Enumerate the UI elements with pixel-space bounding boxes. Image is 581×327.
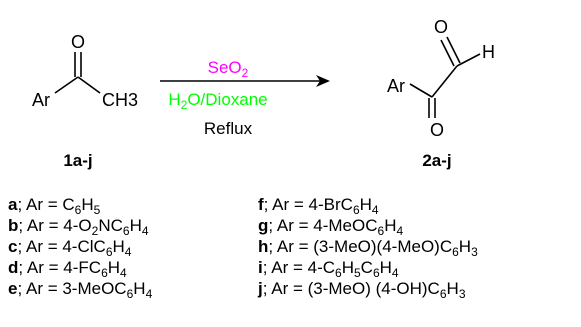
formula-text: H xyxy=(359,195,372,214)
formula-subscript: 4 xyxy=(145,287,153,301)
formula-subscript: 6 xyxy=(352,203,360,217)
bond-carbonyl-methyl xyxy=(77,76,101,94)
reagent-label: SeO2 xyxy=(208,58,249,80)
reactant-methyl: CH3 xyxy=(102,90,138,110)
formula-text: H xyxy=(384,216,397,235)
substituent-letter: a xyxy=(8,195,18,214)
reaction-arrow xyxy=(160,75,330,87)
formula-text: ; Ar = 3-MeOC xyxy=(17,279,127,298)
bond-c1-c2 xyxy=(431,65,458,98)
substituent-row-d: d; Ar = 4-FC6H4 xyxy=(8,258,127,279)
formula-subscript: 2 xyxy=(91,224,99,238)
formula-text: ; Ar = 4-ClC xyxy=(17,237,106,256)
formula-text: H xyxy=(446,279,459,298)
substituent-row-j: j; Ar = (3-MeO) (4-OH)C6H3 xyxy=(258,279,466,300)
formula-text: ; Ar = 4-C xyxy=(262,258,336,277)
substituent-letter: d xyxy=(8,258,19,277)
formula-text: ; Ar = 4-O xyxy=(18,216,92,235)
formula-subscript: 6 xyxy=(105,245,113,259)
reactant-compound-label: 1a-j xyxy=(63,151,92,170)
substituent-letter: c xyxy=(8,237,18,256)
bond-c2-o-double-2 xyxy=(446,36,461,64)
formula-subscript: 6 xyxy=(439,287,447,301)
formula-text: C xyxy=(360,258,373,277)
formula-subscript: 5 xyxy=(353,266,361,280)
product-ar-group: Ar xyxy=(387,76,405,96)
product-structure xyxy=(409,36,481,118)
formula-text: H xyxy=(133,279,146,298)
formula-subscript: 6 xyxy=(372,266,380,280)
formula-subscript: 6 xyxy=(101,266,108,280)
reactant-ar-group: Ar xyxy=(32,90,50,110)
bond-c2-o-double-1 xyxy=(440,39,455,67)
substituent-row-b: b; Ar = 4-O2NC6H4 xyxy=(8,216,149,237)
reactant-o-atom: O xyxy=(71,32,85,52)
formula-subscript: 4 xyxy=(371,203,379,217)
formula-subscript: 4 xyxy=(120,266,127,280)
formula-subscript: 6 xyxy=(377,224,385,238)
formula-text: NC xyxy=(98,216,123,235)
substituent-letter: f xyxy=(258,195,264,214)
substituent-row-i: i; Ar = 4-C6H5C6H4 xyxy=(258,258,399,279)
formula-subscript: 4 xyxy=(391,266,399,280)
formula-subscript: 3 xyxy=(458,287,466,301)
bond-ar-c1 xyxy=(409,83,433,98)
formula-subscript: 5 xyxy=(93,203,101,217)
formula-text: ; Ar = 4-FC xyxy=(18,258,102,277)
formula-subscript: 6 xyxy=(74,203,82,217)
substituent-letter: g xyxy=(258,216,269,235)
solvent-label: H2O/Dioxane xyxy=(168,90,267,112)
product-o-top: O xyxy=(434,17,448,37)
reactant-structure xyxy=(54,52,101,94)
formula-text: ; Ar = C xyxy=(17,195,75,214)
product-h-atom: H xyxy=(482,42,495,62)
formula-subscript: 3 xyxy=(471,245,478,259)
formula-subscript: 4 xyxy=(141,224,149,238)
substituent-row-h: h; Ar = (3-MeO)(4-MeO)C6H3 xyxy=(258,237,478,258)
formula-subscript: 6 xyxy=(452,245,459,259)
formula-text: H xyxy=(112,237,125,256)
product-compound-label: 2a-j xyxy=(422,151,451,170)
formula-text: ; Ar = 4-BrC xyxy=(263,195,353,214)
substituent-row-a: a; Ar = C6H5 xyxy=(8,195,100,216)
substituent-row-c: c; Ar = 4-ClC6H4 xyxy=(8,237,131,258)
formula-text: ; Ar = 4-MeOC xyxy=(268,216,378,235)
substituent-row-f: f; Ar = 4-BrC6H4 xyxy=(258,195,379,216)
formula-subscript: 6 xyxy=(122,224,130,238)
formula-text: H xyxy=(379,258,392,277)
substituent-letter: e xyxy=(8,279,18,298)
formula-text: H xyxy=(458,237,472,256)
formula-text: H xyxy=(129,216,142,235)
substituent-letter: j xyxy=(258,279,263,298)
substituent-letter: b xyxy=(8,216,19,235)
bond-c2-h xyxy=(456,53,481,67)
substituent-row-e: e; Ar = 3-MeOC6H4 xyxy=(8,279,152,300)
substituent-letter: i xyxy=(258,258,263,277)
reaction-scheme: O Ar CH3 SeO2 H2O/Dioxane Reflux O H Ar … xyxy=(32,17,495,170)
substituent-row-g: g; Ar = 4-MeOC6H4 xyxy=(258,216,403,237)
formula-text: ; Ar = (3-MeO)(4-MeO)C xyxy=(268,237,453,256)
formula-text: H xyxy=(81,195,94,214)
bond-ar-carbonyl xyxy=(54,76,79,94)
condition-label: Reflux xyxy=(204,119,253,138)
substituent-letter: h xyxy=(258,237,269,256)
formula-text: H xyxy=(341,258,354,277)
product-o-bottom: O xyxy=(430,120,444,140)
formula-text: ; Ar = (3-MeO) (4-OH)C xyxy=(262,279,440,298)
formula-subscript: 6 xyxy=(335,266,342,280)
formula-text: H xyxy=(107,258,121,277)
formula-subscript: 6 xyxy=(126,287,134,301)
formula-subscript: 4 xyxy=(124,245,132,259)
formula-subscript: 4 xyxy=(396,224,404,238)
